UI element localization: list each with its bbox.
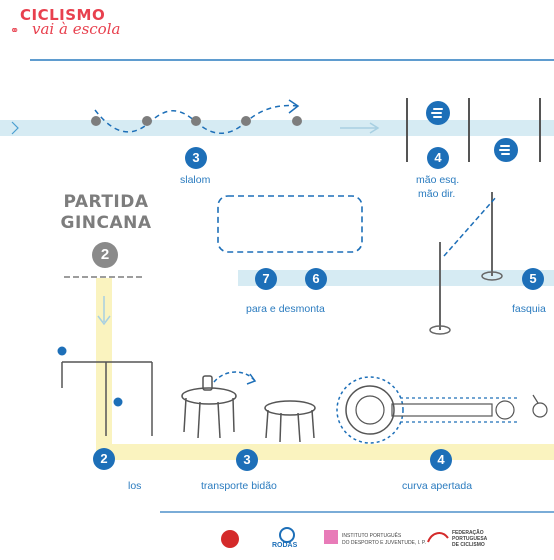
- gate-posts: [61, 361, 153, 436]
- bidon-transfer-arrow: [213, 371, 255, 383]
- sponsor-red-logo: [221, 530, 239, 548]
- ipdj-logo: [324, 530, 338, 544]
- track-entry-arrow: [11, 121, 19, 135]
- start-lane: [96, 278, 112, 460]
- top-track: [0, 120, 554, 136]
- tight-curve: [336, 376, 548, 444]
- sponsor-fpc-line2: PORTUGUESA: [452, 536, 488, 542]
- hands-label-left: mão esq.: [416, 174, 460, 186]
- station-badge-fasquia: 5: [522, 268, 544, 290]
- fasquia-label: fasquia: [512, 303, 546, 315]
- bidon-label: transporte bidão: [201, 480, 277, 492]
- station-badge-slalom: 3: [185, 147, 207, 169]
- fasquia-bar: [443, 195, 498, 257]
- stop-label: para e desmonta: [246, 303, 325, 315]
- sponsor-ipdj-line2: DO DESPORTO E JUVENTUDE, I. P.: [342, 540, 426, 546]
- brand-title: CICLISMO: [20, 6, 106, 24]
- bottom-partial-label: los: [128, 480, 142, 492]
- station-badge-7: 7: [255, 268, 277, 290]
- middle-track: [238, 270, 554, 286]
- sponsor-rodas: RODAS: [272, 542, 298, 549]
- slalom-arrowhead: [288, 99, 300, 114]
- rodas-logo: [279, 527, 295, 543]
- hand-posts: [406, 98, 541, 162]
- sponsor-ipdj-line1: INSTITUTO PORTUGUÊS: [342, 533, 402, 539]
- ball-marker-bottom: [113, 397, 123, 407]
- track-direction-arrow: [340, 122, 380, 134]
- slalom-label: slalom: [180, 174, 211, 186]
- slalom-cones: [91, 116, 302, 126]
- curve-label: curva apertada: [402, 480, 473, 492]
- station-badge-curve: 4: [430, 449, 452, 471]
- brand-subtitle: vai à escola: [32, 20, 121, 38]
- hands-label-right: mão dir.: [418, 188, 456, 200]
- sponsor-fpc-line3: DE CICLISMO: [452, 542, 485, 548]
- start-title-line2: GINCANA: [60, 213, 152, 233]
- station-badge-bidon: 3: [236, 449, 258, 471]
- stool-left: [181, 375, 237, 439]
- start-badge: 2: [92, 242, 118, 268]
- station-badge-6: 6: [305, 268, 327, 290]
- start-title-line1: PARTIDA: [63, 192, 149, 212]
- bottom-track: [96, 444, 554, 460]
- stop-zone: [217, 195, 363, 253]
- sponsor-fpc-line1: FEDERAÇÃO: [452, 530, 484, 536]
- bicycle-icon: ⚭: [10, 25, 20, 37]
- ball-marker-top: [57, 346, 67, 356]
- station-badge-bottom-partial: 2: [93, 448, 115, 470]
- start-arrow: [97, 296, 111, 326]
- fpc-logo: [427, 532, 449, 543]
- station-badge-hands: 4: [427, 147, 449, 169]
- stool-right: [264, 400, 316, 443]
